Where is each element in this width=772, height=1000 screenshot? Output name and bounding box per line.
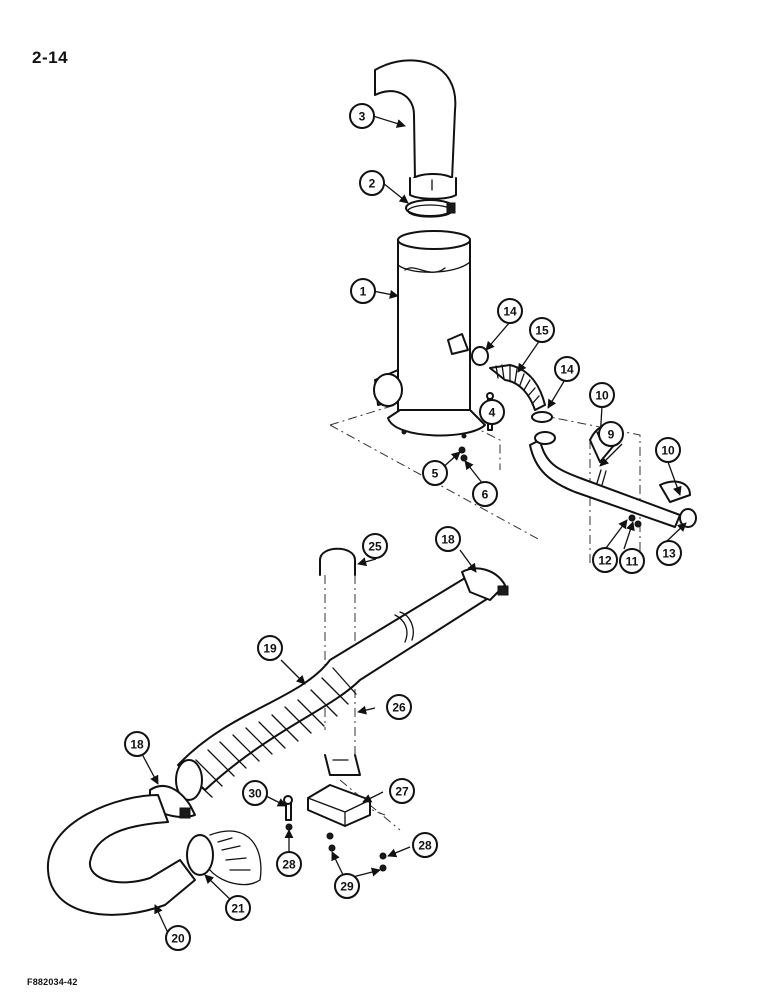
callout-circle xyxy=(349,103,375,129)
callout-27: 27 xyxy=(389,778,415,804)
callout-circle xyxy=(619,548,645,574)
callout-9: 9 xyxy=(598,421,624,447)
callout-2: 2 xyxy=(359,170,385,196)
callout-label: 29 xyxy=(340,880,354,894)
callout-26: 26 xyxy=(386,694,412,720)
callout-circle xyxy=(589,382,615,408)
callout-circle xyxy=(529,317,555,343)
callout-29: 29 xyxy=(334,873,360,899)
callout-circle xyxy=(592,547,618,573)
callout-label: 11 xyxy=(626,555,639,569)
callout-4: 4 xyxy=(479,399,505,425)
callout-14: 14 xyxy=(554,356,580,382)
callout-label: 28 xyxy=(282,858,296,872)
callout-28: 28 xyxy=(276,851,302,877)
callout-21: 21 xyxy=(225,895,251,921)
curved-stack-pipe xyxy=(374,59,457,200)
callout-10: 10 xyxy=(589,382,615,408)
callout-label: 19 xyxy=(263,642,277,656)
callout-15: 15 xyxy=(529,317,555,343)
callout-label: 6 xyxy=(482,488,489,502)
callout-circle xyxy=(656,540,682,566)
callout-28: 28 xyxy=(412,832,438,858)
figure-code: F882034-42 xyxy=(27,977,78,987)
callout-label: 3 xyxy=(359,110,366,124)
callout-circle xyxy=(334,873,360,899)
callout-label: 25 xyxy=(368,540,382,554)
callout-3: 3 xyxy=(349,103,375,129)
callout-18: 18 xyxy=(435,526,461,552)
callout-circle xyxy=(554,356,580,382)
callout-circle xyxy=(655,437,681,463)
callout-10: 10 xyxy=(655,437,681,463)
callout-20: 20 xyxy=(165,925,191,951)
callout-12: 12 xyxy=(592,547,618,573)
callout-circle xyxy=(412,832,438,858)
callout-circle xyxy=(598,421,624,447)
callout-circle xyxy=(124,731,150,757)
callout-label: 28 xyxy=(418,839,432,853)
callout-label: 20 xyxy=(171,932,185,946)
callout-label: 27 xyxy=(395,785,409,799)
callout-label: 12 xyxy=(598,554,612,568)
callout-1: 1 xyxy=(350,278,376,304)
callout-circle xyxy=(350,278,376,304)
callout-label: 5 xyxy=(432,467,439,481)
callout-label: 10 xyxy=(595,389,609,403)
callout-18: 18 xyxy=(124,731,150,757)
page-number: 2-14 xyxy=(32,48,69,67)
clamp-ring xyxy=(405,199,456,218)
u-bolt xyxy=(319,547,361,776)
callout-label: 30 xyxy=(248,787,262,801)
callout-circle xyxy=(435,526,461,552)
callout-label: 14 xyxy=(560,363,574,377)
callout-label: 18 xyxy=(441,533,455,547)
callout-circle xyxy=(165,925,191,951)
callout-circle xyxy=(359,170,385,196)
reference-lines xyxy=(324,404,641,831)
callout-circle xyxy=(362,533,388,559)
callout-30: 30 xyxy=(242,780,268,806)
callout-5: 5 xyxy=(422,460,448,486)
callout-circle xyxy=(242,780,268,806)
callout-11: 11 xyxy=(619,548,645,574)
hose-fittings xyxy=(458,346,553,462)
callout-label: 21 xyxy=(231,902,245,916)
callout-label: 9 xyxy=(608,428,615,442)
callout-label: 13 xyxy=(662,547,676,561)
callout-6: 6 xyxy=(472,481,498,507)
lower-pipe xyxy=(46,567,509,916)
callout-circle xyxy=(422,460,448,486)
callout-label: 10 xyxy=(661,444,675,458)
callout-circle xyxy=(257,635,283,661)
callout-label: 1 xyxy=(360,285,367,299)
callout-14: 14 xyxy=(497,298,523,324)
callouts xyxy=(141,115,687,934)
callout-label: 14 xyxy=(503,305,517,319)
callout-label: 2 xyxy=(369,177,376,191)
callout-circle xyxy=(472,481,498,507)
callout-label: 15 xyxy=(535,324,549,338)
callout-19: 19 xyxy=(257,635,283,661)
callout-label: 4 xyxy=(489,406,496,420)
callout-circle xyxy=(386,694,412,720)
callout-circle xyxy=(479,399,505,425)
callout-circle xyxy=(389,778,415,804)
callout-25: 25 xyxy=(362,533,388,559)
callout-label: 26 xyxy=(392,701,406,715)
callout-circle xyxy=(225,895,251,921)
muffler xyxy=(373,230,486,439)
callout-circle xyxy=(497,298,523,324)
callout-circle xyxy=(276,851,302,877)
callout-13: 13 xyxy=(656,540,682,566)
callout-label: 18 xyxy=(130,738,144,752)
